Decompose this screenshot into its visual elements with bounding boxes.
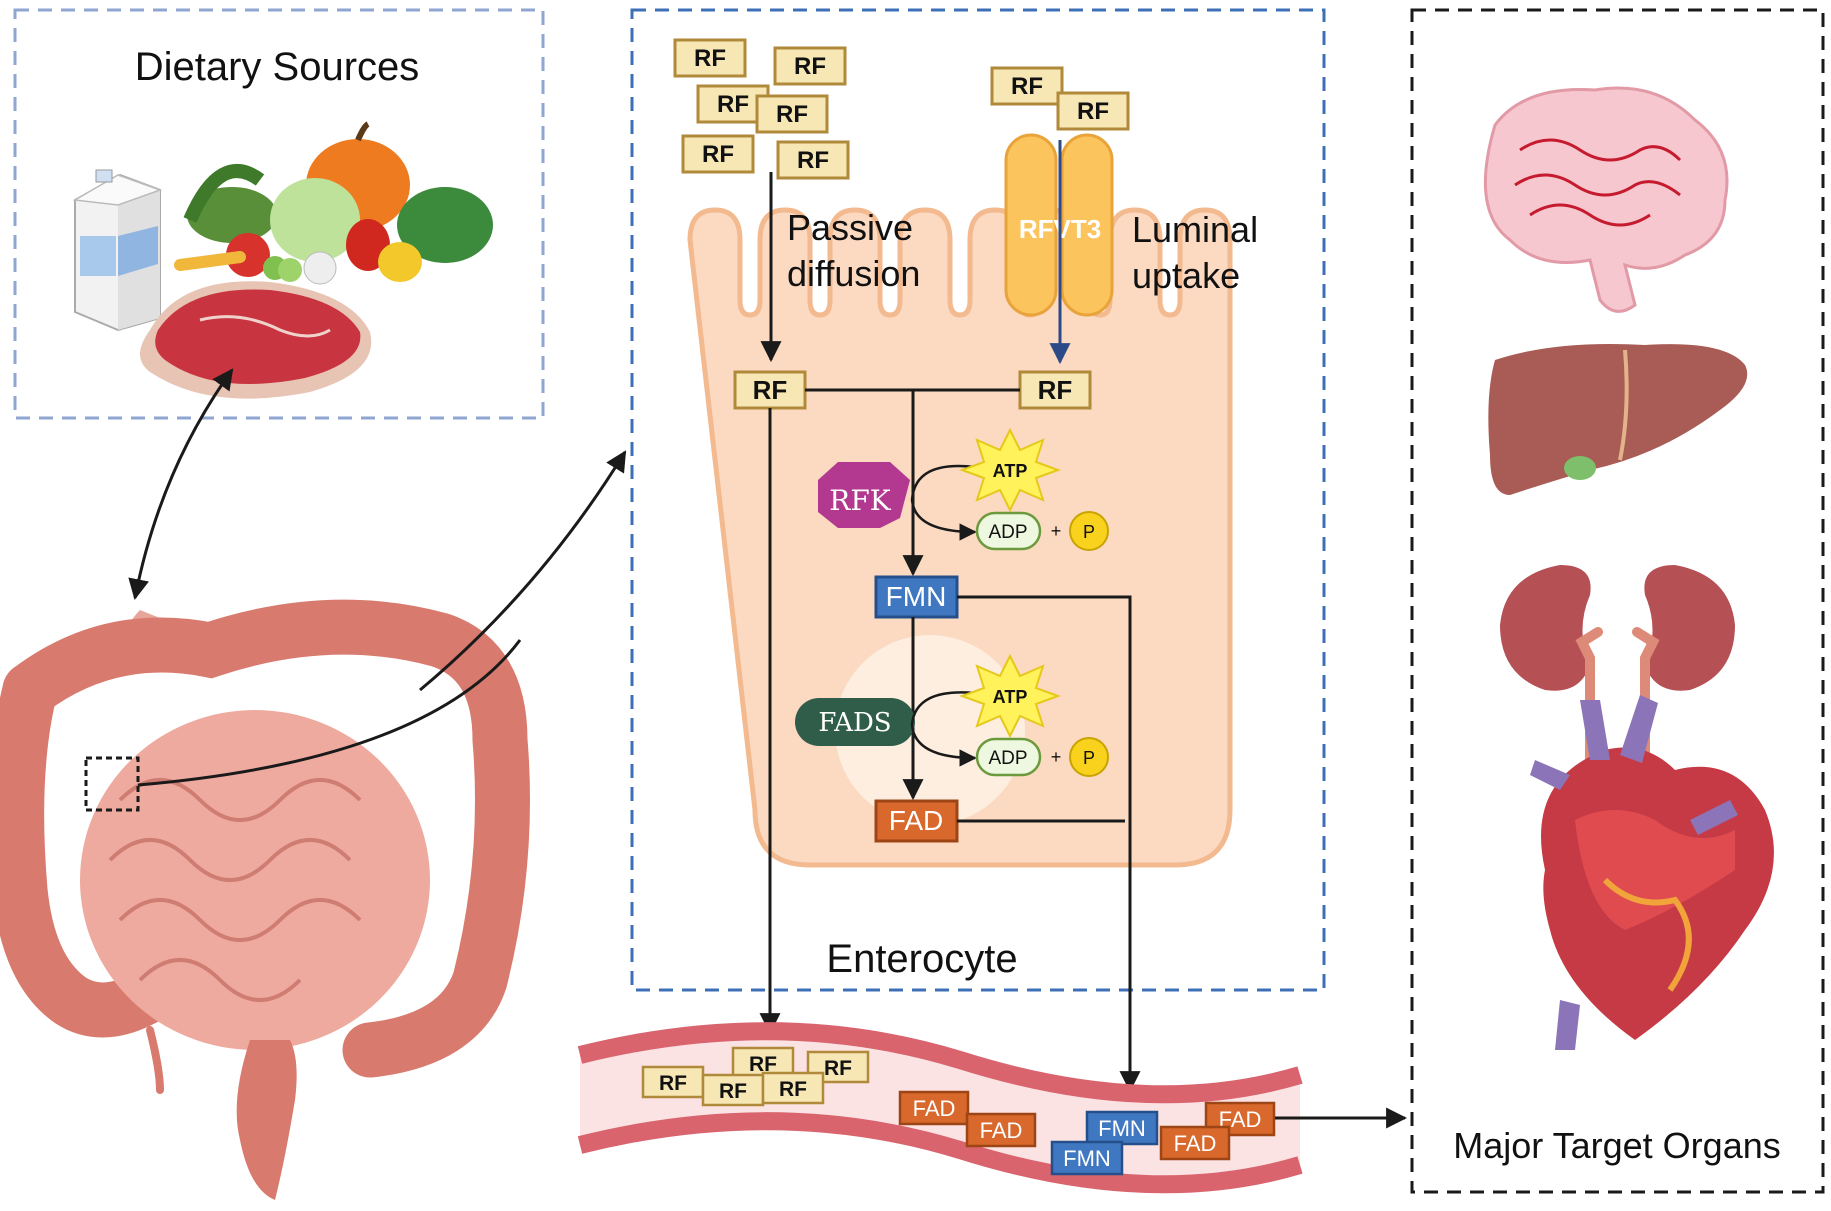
- fad-box: FAD: [1204, 1101, 1276, 1137]
- fmn-box: FMN: [1085, 1110, 1159, 1146]
- fmn-intracellular: FMN: [874, 575, 959, 619]
- rfk-enzyme: [818, 462, 910, 528]
- passive-diffusion-label-line1: Passive: [787, 207, 913, 248]
- svg-text:RF: RF: [779, 1078, 807, 1101]
- rf-box: RF: [1056, 91, 1130, 131]
- adp-label-fads: ADP: [988, 748, 1027, 769]
- enterocyte-label: Enterocyte: [826, 937, 1017, 981]
- target-organs-frame: [1410, 8, 1825, 1194]
- phosphate-label-rfk: P: [1083, 522, 1095, 542]
- svg-text:RF: RF: [719, 1080, 747, 1103]
- zoom-connector-line: [137, 639, 522, 787]
- rf-box: RF: [776, 140, 850, 180]
- svg-text:FAD: FAD: [889, 805, 943, 836]
- rfvt3-transporter: [1004, 133, 1114, 317]
- svg-text:RF: RF: [824, 1057, 852, 1080]
- atp-label-fads: ATP: [993, 687, 1028, 707]
- heart-icon: [1530, 695, 1774, 1050]
- rf-box: RF: [990, 66, 1064, 106]
- intestine-to-enterocyte-arrow: [419, 450, 627, 692]
- rf-intracellular-left: RF: [733, 370, 807, 410]
- intestine-zoom-box: [84, 756, 140, 812]
- lumen-rf-cluster-left: RF RF RF RF RF RF: [673, 38, 850, 180]
- lumen-rf-cluster-right: RF RF: [990, 66, 1130, 131]
- fmn-export-line: [957, 595, 1141, 1093]
- svg-text:RF: RF: [1077, 98, 1109, 125]
- svg-text:RF: RF: [702, 141, 734, 168]
- dietary-sources-title: Dietary Sources: [135, 45, 420, 89]
- phosphate-fads: [1069, 737, 1109, 777]
- fad-box: FAD: [898, 1090, 970, 1126]
- vegetables-icon: [174, 121, 493, 285]
- fads-label: FADS: [818, 708, 891, 738]
- rf-box: RF: [755, 94, 829, 134]
- luminal-uptake-label-line1: Luminal: [1132, 209, 1258, 250]
- rf-box: RF: [761, 1071, 825, 1105]
- svg-text:FMN: FMN: [886, 581, 947, 612]
- fmn-box: FMN: [1050, 1140, 1124, 1176]
- nucleus-area: [835, 635, 1025, 825]
- milk-carton-icon: [72, 169, 163, 332]
- rf-box: RF: [641, 1065, 705, 1099]
- svg-text:RF: RF: [1038, 375, 1073, 405]
- svg-text:FAD: FAD: [1174, 1131, 1217, 1156]
- fad-box: FAD: [965, 1112, 1037, 1148]
- phosphate-label-fads: P: [1083, 748, 1095, 768]
- passive-diffusion-label-line2: diffusion: [787, 253, 920, 294]
- svg-text:FAD: FAD: [980, 1118, 1023, 1143]
- svg-text:RF: RF: [717, 91, 749, 118]
- adp-label-rfk: ADP: [988, 522, 1027, 543]
- plus-sign-rfk: +: [1051, 521, 1062, 541]
- blood-fmn-cluster: FMN FMN: [1050, 1110, 1159, 1176]
- intestine-icon: [0, 599, 530, 1200]
- adp-pill-rfk: [975, 511, 1042, 551]
- svg-text:RF: RF: [797, 147, 829, 174]
- svg-text:RF: RF: [794, 53, 826, 80]
- atp-to-adp-arrow-fads: [910, 691, 977, 767]
- kidneys-icon: [1500, 565, 1735, 763]
- svg-text:RF: RF: [694, 45, 726, 72]
- svg-text:FMN: FMN: [1063, 1146, 1111, 1171]
- fad-box: FAD: [1159, 1125, 1231, 1161]
- steak-icon: [140, 281, 372, 399]
- rfk-label: RFK: [829, 484, 892, 517]
- svg-text:FAD: FAD: [913, 1096, 956, 1121]
- svg-text:FMN: FMN: [1098, 1116, 1146, 1141]
- fads-enzyme: [795, 698, 915, 746]
- brain-icon: [1483, 86, 1729, 313]
- svg-text:RF: RF: [749, 1053, 777, 1076]
- plus-sign-fads: +: [1051, 747, 1062, 767]
- phosphate-rfk: [1069, 511, 1109, 551]
- blood-rf-cluster: RF RF RF RF RF: [641, 1046, 870, 1107]
- svg-text:RF: RF: [1011, 73, 1043, 100]
- rf-box: RF: [681, 134, 755, 174]
- rf-box: RF: [773, 46, 847, 86]
- atp-label-rfk: ATP: [993, 461, 1028, 481]
- rf-intracellular-right: RF: [1018, 370, 1092, 410]
- rf-box: RF: [701, 1073, 765, 1107]
- dietary-sources-frame: [13, 8, 545, 420]
- luminal-uptake-label-line2: uptake: [1132, 255, 1240, 296]
- adp-pill-fads: [975, 737, 1042, 777]
- enterocyte-frame: [630, 8, 1326, 992]
- dietary-to-intestine-arrow: [128, 368, 234, 601]
- liver-icon: [1488, 344, 1748, 495]
- atp-burst-rfk: [959, 427, 1061, 513]
- fad-intracellular: FAD: [874, 799, 959, 843]
- svg-text:RF: RF: [659, 1072, 687, 1095]
- blood-fad-cluster: FAD FAD FAD FAD: [898, 1090, 1276, 1161]
- atp-to-adp-arrow-rfk: [910, 464, 977, 541]
- svg-text:RF: RF: [776, 101, 808, 128]
- atp-burst-fads: [959, 653, 1061, 739]
- rf-box: RF: [673, 38, 747, 78]
- svg-text:RF: RF: [753, 375, 788, 405]
- target-organs-label: Major Target Organs: [1453, 1125, 1780, 1166]
